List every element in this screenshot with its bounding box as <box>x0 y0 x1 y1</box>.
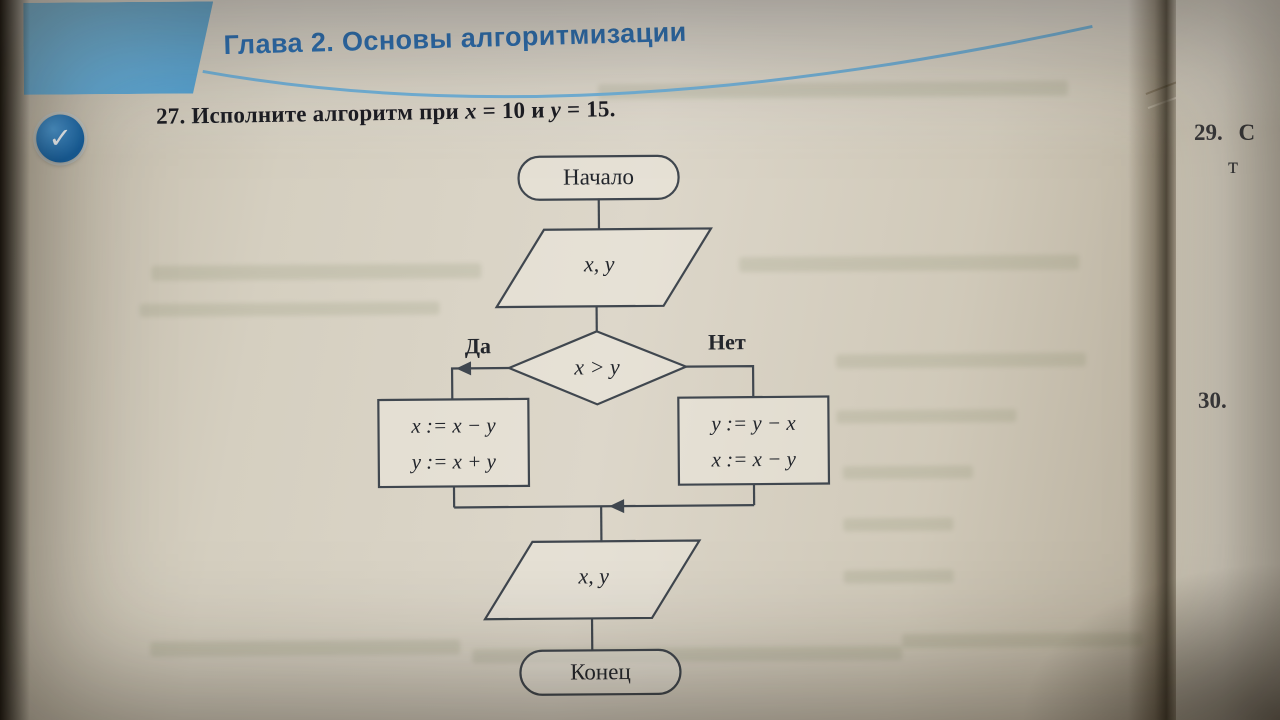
adjacent-task-30: 30. <box>1198 388 1227 413</box>
connector-yes-branch <box>450 366 510 400</box>
decision-diamond-shape <box>506 330 689 406</box>
connector-no-branch <box>686 365 755 398</box>
right-process-label: y := y − x x := x − y <box>678 399 829 484</box>
right-process-line2: x := x − y <box>711 446 797 472</box>
branch-no-label: Нет <box>707 329 746 355</box>
photo-left-edge-shadow <box>0 0 30 720</box>
end-terminator-shape <box>519 648 682 696</box>
input-parallelogram-shape <box>494 227 713 309</box>
left-process-line1: x := x − y <box>411 413 496 438</box>
flowchart-shapes <box>377 154 831 696</box>
adjacent-task-29-text: С <box>1238 120 1256 145</box>
end-node-label: Конец <box>570 659 631 685</box>
connector-merge <box>454 504 755 509</box>
right-process-line1: y := y − x <box>711 410 796 436</box>
output-node-label: x, y <box>578 563 610 589</box>
decision-node-label: x > y <box>574 354 620 380</box>
left-process-shape <box>377 397 531 489</box>
left-process-label: x := x − y y := x + y <box>378 401 529 486</box>
bottom-right-shadow <box>1000 550 1280 720</box>
arrow-left-icon <box>609 499 625 514</box>
adjacent-task-29-number: 29. <box>1194 120 1223 145</box>
start-node-label: Начало <box>563 164 635 190</box>
left-process-line2: y := x + y <box>411 449 497 474</box>
flowchart-connectors <box>450 198 756 651</box>
flowchart-arrowheads <box>456 361 625 514</box>
arrow-left-icon <box>456 361 472 376</box>
right-process-shape <box>677 395 831 486</box>
header-swoosh-line <box>202 24 1093 99</box>
adjacent-task-29-continuation: т <box>1228 153 1239 178</box>
input-node-label: x, y <box>583 251 615 277</box>
start-terminator-shape <box>517 154 680 201</box>
branch-yes-label: Да <box>464 333 492 359</box>
adjacent-task-29: 29. С <box>1194 120 1255 146</box>
output-parallelogram-shape <box>483 539 702 621</box>
